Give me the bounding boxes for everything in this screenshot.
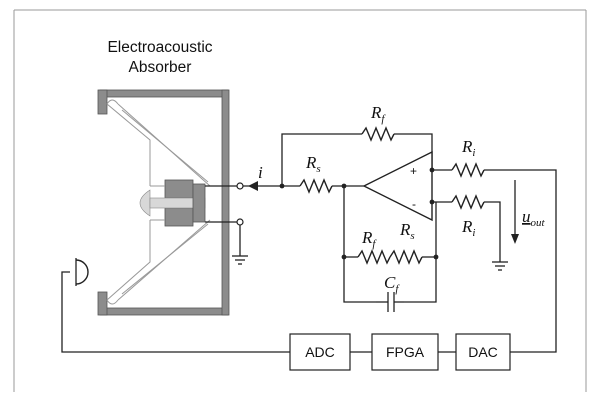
uout-arrow-head xyxy=(511,234,519,244)
back-plate xyxy=(192,183,206,223)
node-plus xyxy=(429,167,435,173)
adc-block xyxy=(289,333,351,371)
title-line2: Absorber xyxy=(129,59,192,76)
rs-bottom-resistor xyxy=(389,249,423,265)
op-amp-minus: - xyxy=(412,197,416,211)
ri-bottom-wire-right xyxy=(484,201,501,262)
dac-block xyxy=(455,333,511,371)
microphone xyxy=(75,258,89,286)
magnet-lower xyxy=(164,207,194,227)
node-minus xyxy=(429,199,435,205)
node-feedback-left xyxy=(341,254,347,260)
mic-wire xyxy=(61,271,290,353)
rf-top-resistor xyxy=(361,126,395,142)
enclosure-top-wall xyxy=(99,89,229,98)
microphone-body xyxy=(75,259,89,285)
rs-input-resistor xyxy=(299,178,333,194)
magnet-upper xyxy=(164,179,194,199)
enclosure-back-wall xyxy=(221,89,230,316)
feedback-left-vertical xyxy=(343,186,376,303)
current-label: i xyxy=(258,163,263,182)
rf-top-label: Rf xyxy=(370,103,386,125)
speaker-frame-lower-2 xyxy=(121,223,209,295)
fpga-label: FPGA xyxy=(386,344,425,360)
terminal-bottom xyxy=(236,218,244,226)
dac-label: DAC xyxy=(468,344,498,360)
enclosure-bottom-wall xyxy=(99,307,229,316)
speaker-surround-lower xyxy=(106,299,119,305)
ri-bottom-resistor xyxy=(451,194,485,210)
feedback-right-vertical xyxy=(404,202,437,303)
speaker-cone-upper xyxy=(106,103,151,186)
speaker-cone-lower xyxy=(106,220,151,301)
speaker-surround-upper xyxy=(106,99,119,105)
uout-label: uout xyxy=(522,207,546,229)
terminal-top xyxy=(236,182,244,190)
ri-top-label: Ri xyxy=(461,137,475,159)
dust-cap xyxy=(139,189,151,217)
title-line1: Electroacoustic xyxy=(107,39,212,56)
speaker-frame-upper-2 xyxy=(121,109,209,183)
current-arrow xyxy=(248,181,258,191)
rf-bottom-resistor xyxy=(357,249,391,265)
rs-input-label: Rs xyxy=(305,153,321,175)
ri-top-wire-right xyxy=(484,169,557,353)
adc-label: ADC xyxy=(305,344,335,360)
rf-top-wire-left xyxy=(281,133,362,186)
cf-label: Cf xyxy=(384,273,400,295)
op-amp xyxy=(362,150,433,222)
rf-bottom-label: Rf xyxy=(361,228,377,250)
op-amp-plus: + xyxy=(410,164,417,178)
front-baffle-bottom xyxy=(97,291,108,316)
ri-top-resistor xyxy=(451,162,485,178)
ri-bottom-label: Ri xyxy=(461,217,475,239)
loudspeaker xyxy=(97,89,230,316)
front-baffle-top xyxy=(97,89,108,115)
rs-bottom-label: Rs xyxy=(399,220,415,242)
